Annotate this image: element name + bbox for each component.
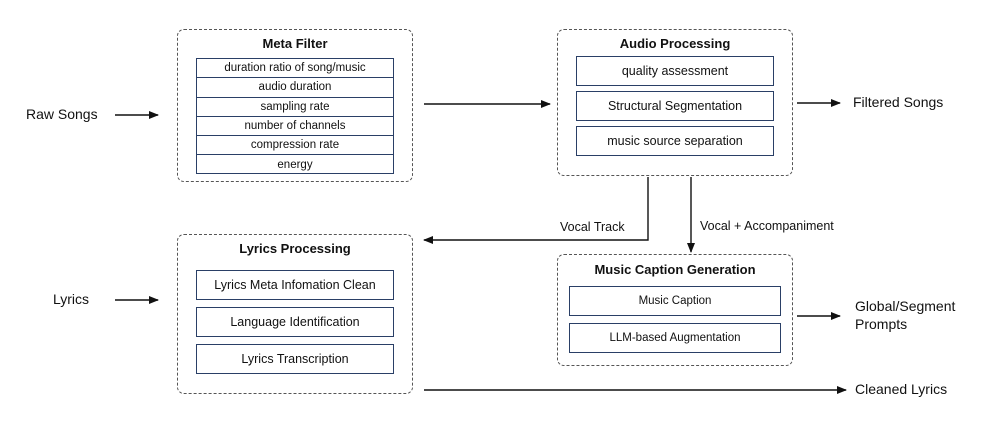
meta-filter-list: duration ratio of song/music audio durat… [196,58,394,174]
vocal-track-label: Vocal Track [560,220,625,234]
filtered-songs-label: Filtered Songs [853,94,944,110]
lyrics-processing-group: Lyrics Processing Lyrics Meta Infomation… [177,234,413,394]
structural-segmentation-box: Structural Segmentation [576,91,774,121]
lyrics-transcription-box: Lyrics Transcription [196,344,394,374]
audio-processing-group: Audio Processing quality assessment Stru… [557,29,793,176]
lyrics-meta-clean-box: Lyrics Meta Infomation Clean [196,270,394,300]
music-caption-box: Music Caption [569,286,781,316]
quality-assessment-box: quality assessment [576,56,774,86]
vocal-accompaniment-label: Vocal + Accompaniment [700,219,834,233]
meta-filter-item: audio duration [197,78,393,98]
llm-augmentation-box: LLM-based Augmentation [569,323,781,353]
music-caption-title: Music Caption Generation [594,262,756,277]
prompts-label-line1: Global/Segment [855,298,956,314]
meta-filter-group: Meta Filter duration ratio of song/music… [177,29,413,182]
meta-filter-item: number of channels [197,117,393,137]
music-caption-group: Music Caption Generation Music Caption L… [557,254,793,366]
raw-songs-label: Raw Songs [26,106,98,122]
arrow-vocal-track [423,177,649,244]
meta-filter-item: compression rate [197,136,393,156]
lyrics-label: Lyrics [53,291,90,307]
language-identification-box: Language Identification [196,307,394,337]
meta-filter-item: sampling rate [197,98,393,117]
prompts-label-line2: Prompts [855,316,908,332]
source-separation-box: music source separation [576,126,774,156]
lyrics-processing-title: Lyrics Processing [239,241,351,256]
meta-filter-item: duration ratio of song/music [197,59,393,79]
meta-filter-title: Meta Filter [262,36,328,51]
audio-processing-title: Audio Processing [619,36,731,51]
meta-filter-item: energy [277,159,313,172]
cleaned-lyrics-label: Cleaned Lyrics [855,381,948,397]
